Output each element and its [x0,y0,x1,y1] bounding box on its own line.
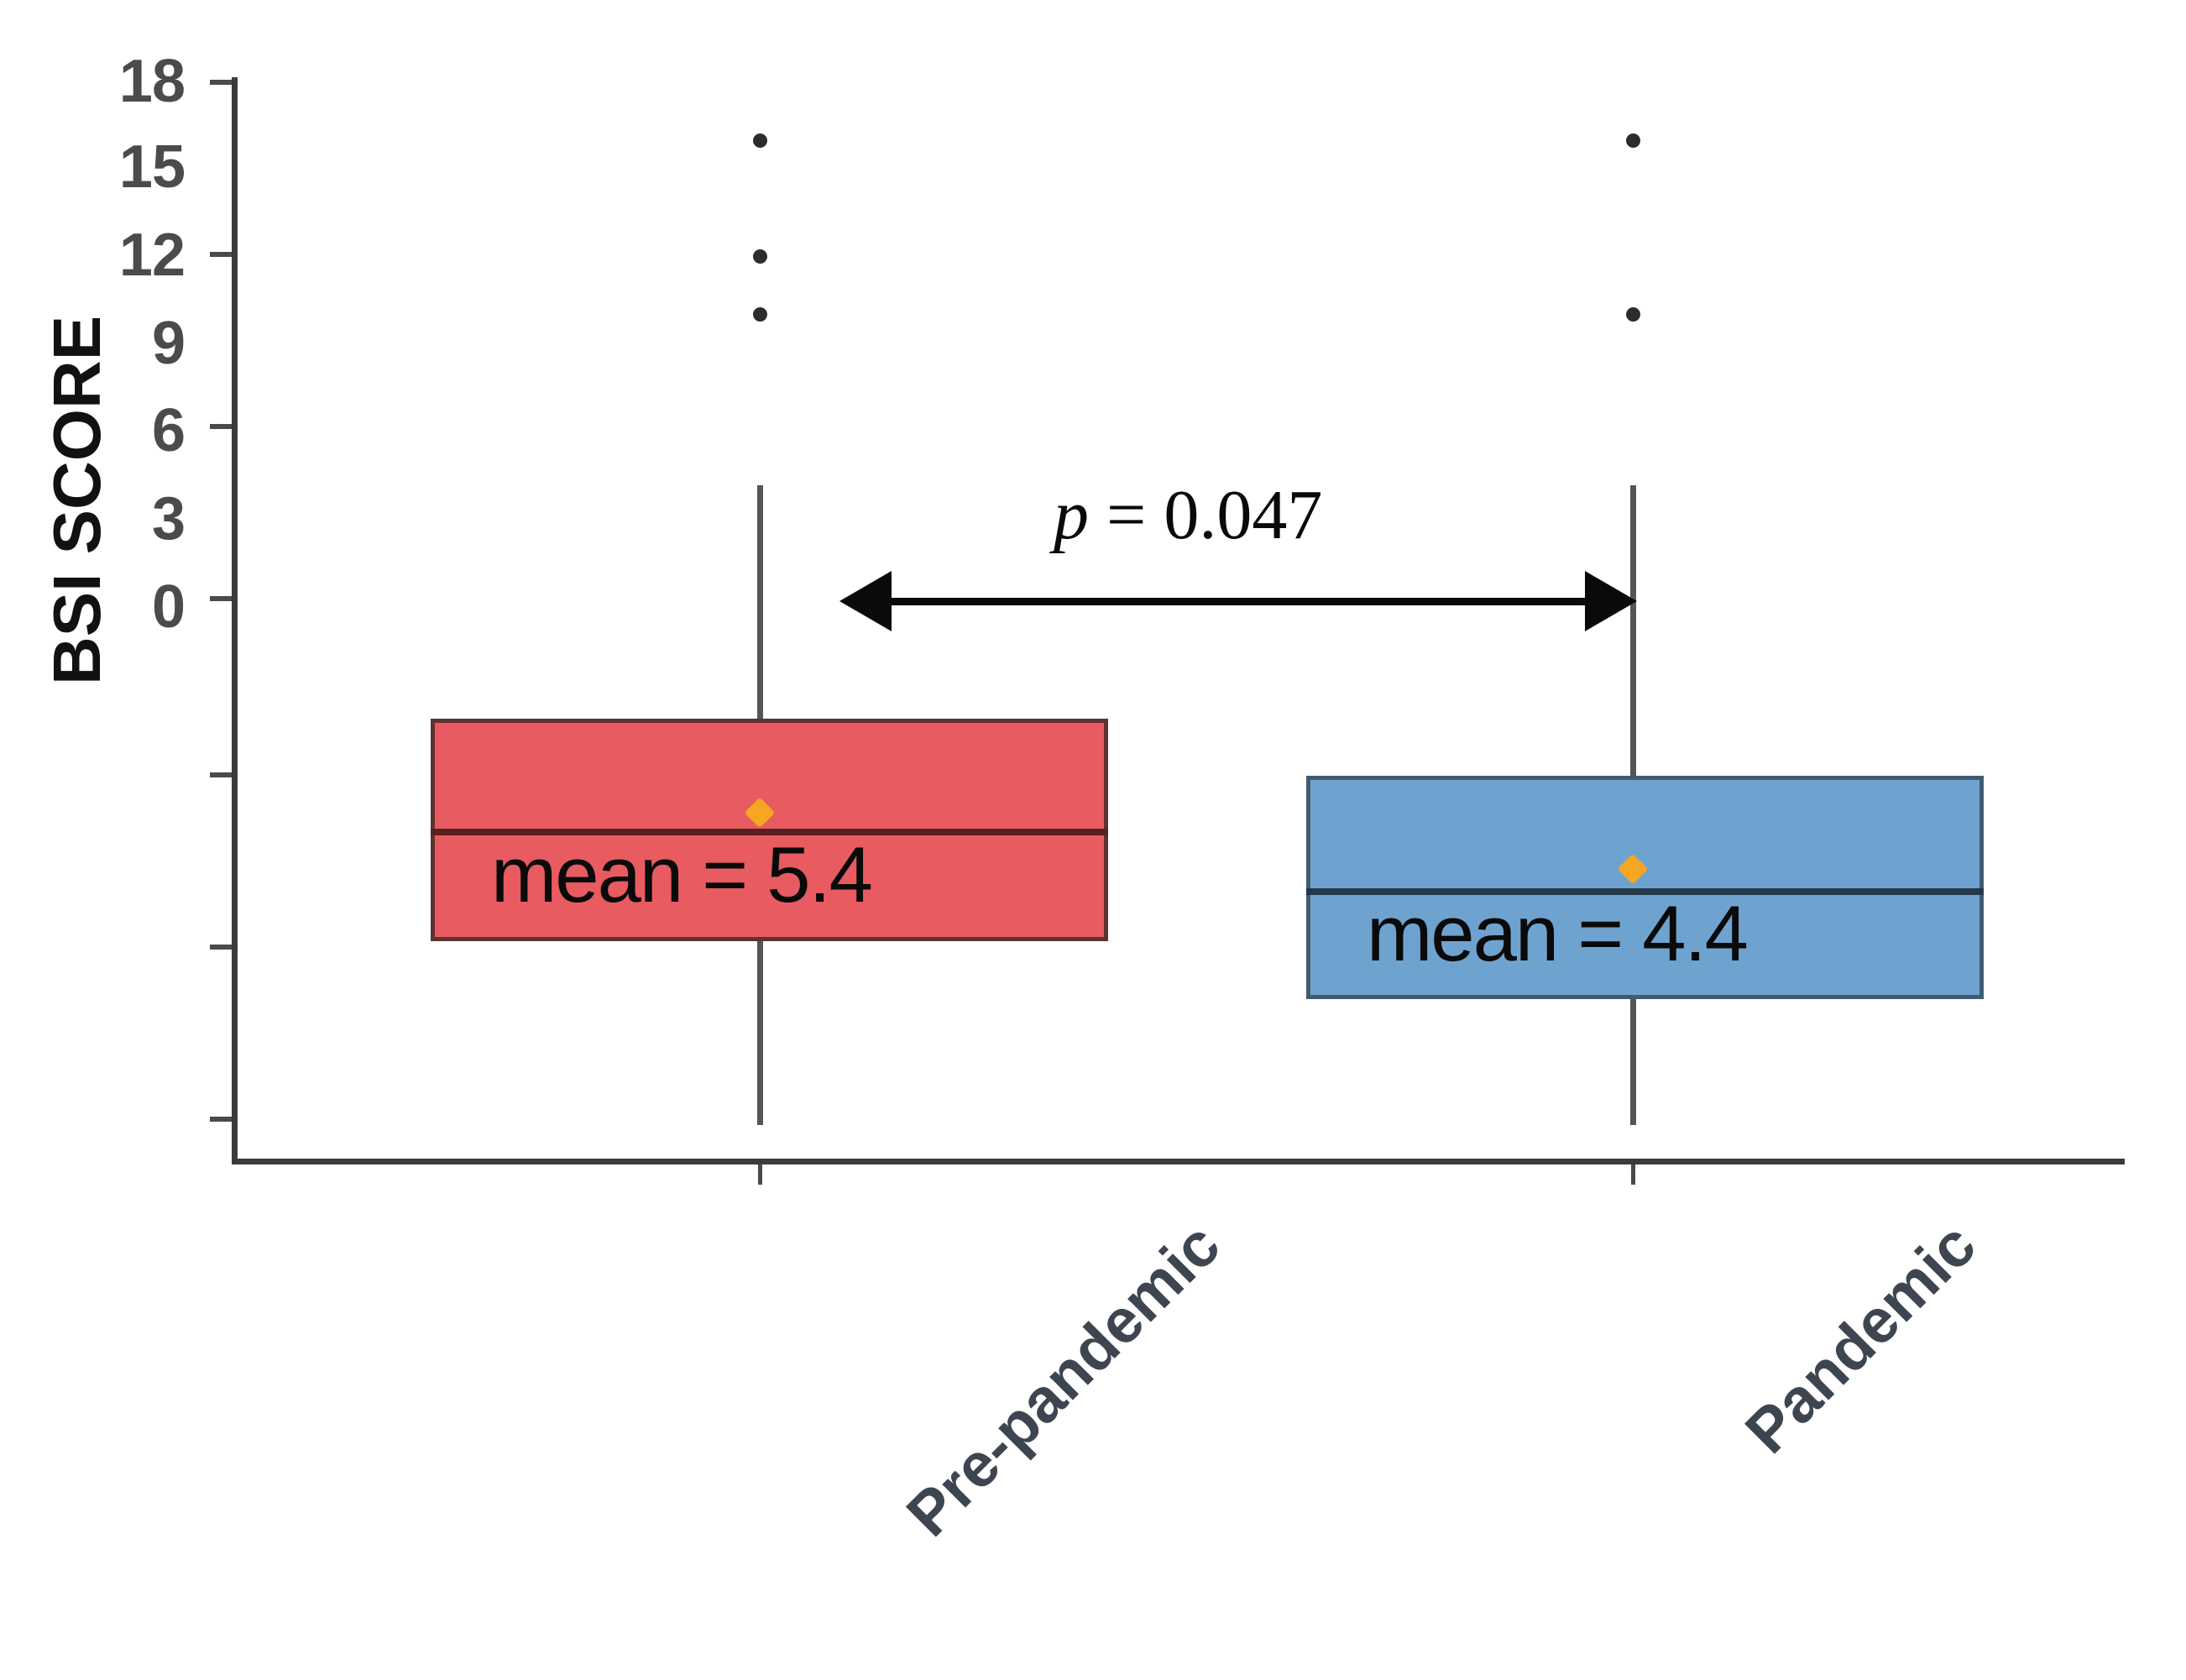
outlier-point [753,249,767,264]
y-tick-mark-18 [210,80,232,85]
y-tick-label-12: 12 [118,222,186,289]
median-line-pre-pandemic [431,829,1108,835]
x-tick-mark-pre-pandemic [758,1164,762,1185]
outlier-point [1626,133,1640,148]
x-axis-label-pre-pandemic: Pre-pandemic [893,1209,1233,1550]
y-tick-label-15: 15 [118,133,186,201]
p-symbol: p [1054,476,1089,554]
whisker-lower-pre-pandemic [757,939,763,1125]
y-axis-line [232,77,238,1164]
arrow-head-right-icon [1585,571,1637,631]
y-tick-mark-9 [210,596,232,601]
p-value-label: p = 0.047 [1054,474,1322,556]
whisker-lower-pandemic [1630,997,1636,1125]
median-line-pandemic [1306,888,1984,895]
whisker-upper-pandemic [1630,485,1636,779]
x-tick-mark-pandemic [1631,1164,1635,1185]
p-equation: = 0.047 [1089,476,1323,554]
y-tick-label-18: 18 [118,48,186,115]
outlier-point [1626,307,1640,322]
y-tick-label-6: 6 [151,397,186,464]
mean-label-pandemic: mean = 4.4 [1367,889,1749,977]
arrow-shaft [890,598,1587,605]
y-tick-mark-15 [210,252,232,257]
mean-label-pre-pandemic: mean = 5.4 [491,830,873,919]
arrow-head-left-icon [839,571,892,631]
x-axis-line [232,1159,2125,1164]
y-tick-mark-12 [210,424,232,429]
whisker-upper-pre-pandemic [757,485,763,723]
y-tick-mark-6 [210,772,232,777]
y-tick-label-0: 0 [151,573,186,641]
outlier-point [753,133,767,148]
box-pandemic[interactable] [1306,776,1984,999]
y-tick-label-9: 9 [151,310,186,377]
y-tick-mark-0 [210,1117,232,1122]
x-axis-label-pandemic: Pandemic [1732,1209,1989,1467]
y-tick-label-3: 3 [151,485,186,552]
y-tick-mark-3 [210,945,232,950]
outlier-point [753,307,767,322]
